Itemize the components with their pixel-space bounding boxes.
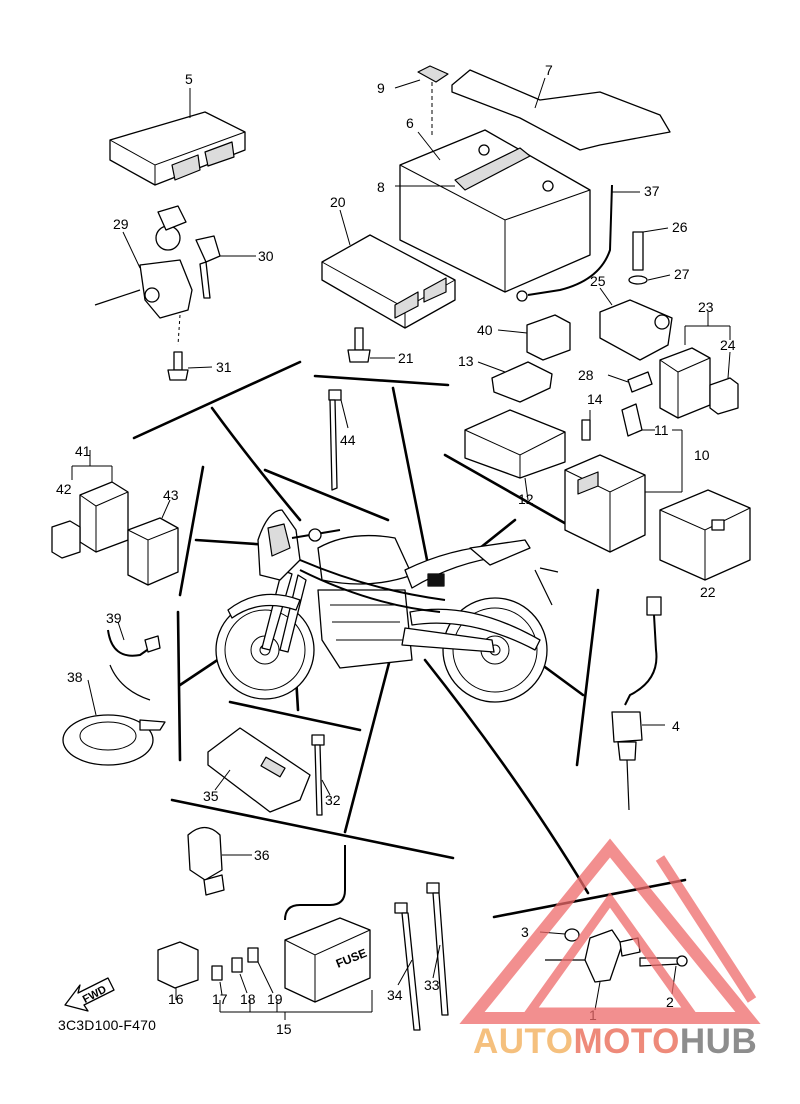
callout-40: 40 <box>477 322 493 338</box>
callout-42: 42 <box>56 481 72 497</box>
callout-14: 14 <box>587 391 603 407</box>
part-29-main-switch <box>94 205 193 346</box>
callout-29: 29 <box>113 216 129 232</box>
callout-24: 24 <box>720 337 736 353</box>
part-36-clamp <box>187 826 252 896</box>
fwd-label: FWD <box>81 983 109 1005</box>
callout-23: 23 <box>698 299 714 315</box>
part-11-fuse <box>621 403 655 437</box>
diagram-code: 3C3D100-F470 <box>58 1017 157 1033</box>
part-14-bolt <box>581 410 591 441</box>
callout-44: 44 <box>340 432 356 448</box>
callout-25: 25 <box>590 273 606 289</box>
watermark-text: AUTOMOTOHUB <box>473 1022 757 1062</box>
callout-18: 18 <box>240 991 256 1007</box>
callout-3: 3 <box>521 924 529 940</box>
part-21-bolt <box>347 327 395 363</box>
part-5-ecu <box>109 88 246 186</box>
callout-6: 6 <box>406 115 414 131</box>
callout-4: 4 <box>672 718 680 734</box>
watermark-moto: MOTO <box>573 1022 680 1061</box>
part-4-neutral-switch <box>611 596 665 811</box>
callout-28: 28 <box>578 367 594 383</box>
callout-20: 20 <box>330 194 346 210</box>
callout-8: 8 <box>377 179 385 195</box>
part-20-rectifier-regulator <box>321 209 456 329</box>
part-33-band <box>426 882 449 1016</box>
part-16-fuse-holder <box>157 941 199 1000</box>
callout-39: 39 <box>106 610 122 626</box>
callout-12: 12 <box>518 491 534 507</box>
part-35-cover <box>207 727 311 813</box>
part-26-bolt <box>632 227 669 271</box>
watermark-logo-triangles <box>459 838 761 1024</box>
callout-7: 7 <box>545 62 553 78</box>
fwd-arrow-icon: FWD <box>64 977 115 1012</box>
part-13-cover <box>477 361 553 403</box>
callout-34: 34 <box>387 987 403 1003</box>
callout-43: 43 <box>163 487 179 503</box>
callout-11: 11 <box>654 422 669 438</box>
callout-27: 27 <box>674 266 690 282</box>
callout-41: 41 <box>75 443 91 459</box>
part-39-horn-lead <box>107 621 161 701</box>
part-32-band <box>311 734 331 816</box>
part-44-band <box>328 389 349 491</box>
callout-30: 30 <box>258 248 274 264</box>
callout-33: 33 <box>424 977 440 993</box>
part-17-fuse <box>211 965 223 996</box>
callout-37: 37 <box>644 183 660 199</box>
callout-32: 32 <box>325 792 341 808</box>
part-1-sidestand-switch <box>545 929 641 1011</box>
part-6-battery <box>399 129 591 293</box>
callout-26: 26 <box>672 219 688 235</box>
part-30-key <box>195 235 256 299</box>
watermark-auto: AUTO <box>473 1022 574 1061</box>
callout-38: 38 <box>67 669 83 685</box>
callout-numbers: 1 2 3 4 5 6 7 8 9 10 11 12 13 14 15 16 1… <box>56 62 736 1037</box>
part-43-relay <box>127 499 179 586</box>
part-19-fuse <box>247 947 274 994</box>
callout-2: 2 <box>666 994 674 1010</box>
part-37-minus-lead <box>516 184 640 302</box>
part-18-fuse <box>231 957 248 994</box>
part-15-fuse-box <box>219 845 373 1020</box>
part-31-bolt <box>167 351 213 381</box>
part-12-bracket <box>464 409 566 501</box>
callout-31: 31 <box>216 359 232 375</box>
callout-22: 22 <box>700 584 716 600</box>
part-22-turn-relay <box>659 489 751 581</box>
motorcycle-illustration <box>215 509 559 703</box>
callout-36: 36 <box>254 847 270 863</box>
callout-5: 5 <box>185 71 193 87</box>
part-23-relay <box>659 312 731 419</box>
watermark-hub: HUB <box>679 1022 758 1061</box>
callout-19: 19 <box>267 991 283 1007</box>
part-8-battery-band <box>395 147 531 191</box>
part-34-band <box>394 902 421 1031</box>
part-24-relay-connector <box>709 351 739 415</box>
callout-16: 16 <box>168 991 184 1007</box>
callout-9: 9 <box>377 80 385 96</box>
part-42-connector <box>51 520 81 559</box>
callout-10: 10 <box>694 447 710 463</box>
part-28-bracket <box>607 371 653 393</box>
part-25-relay <box>599 287 673 361</box>
part-27-washer <box>628 274 671 285</box>
callout-35: 35 <box>203 788 219 804</box>
part-10-starter-relay <box>564 429 683 553</box>
callout-17: 17 <box>212 991 228 1007</box>
part-40-connector <box>497 314 571 361</box>
callout-15: 15 <box>276 1021 292 1037</box>
part-9-clip <box>394 65 449 138</box>
part-38-horn <box>62 679 166 766</box>
callout-13: 13 <box>458 353 474 369</box>
part-7-battery-cover <box>451 69 671 151</box>
callout-21: 21 <box>398 350 414 366</box>
